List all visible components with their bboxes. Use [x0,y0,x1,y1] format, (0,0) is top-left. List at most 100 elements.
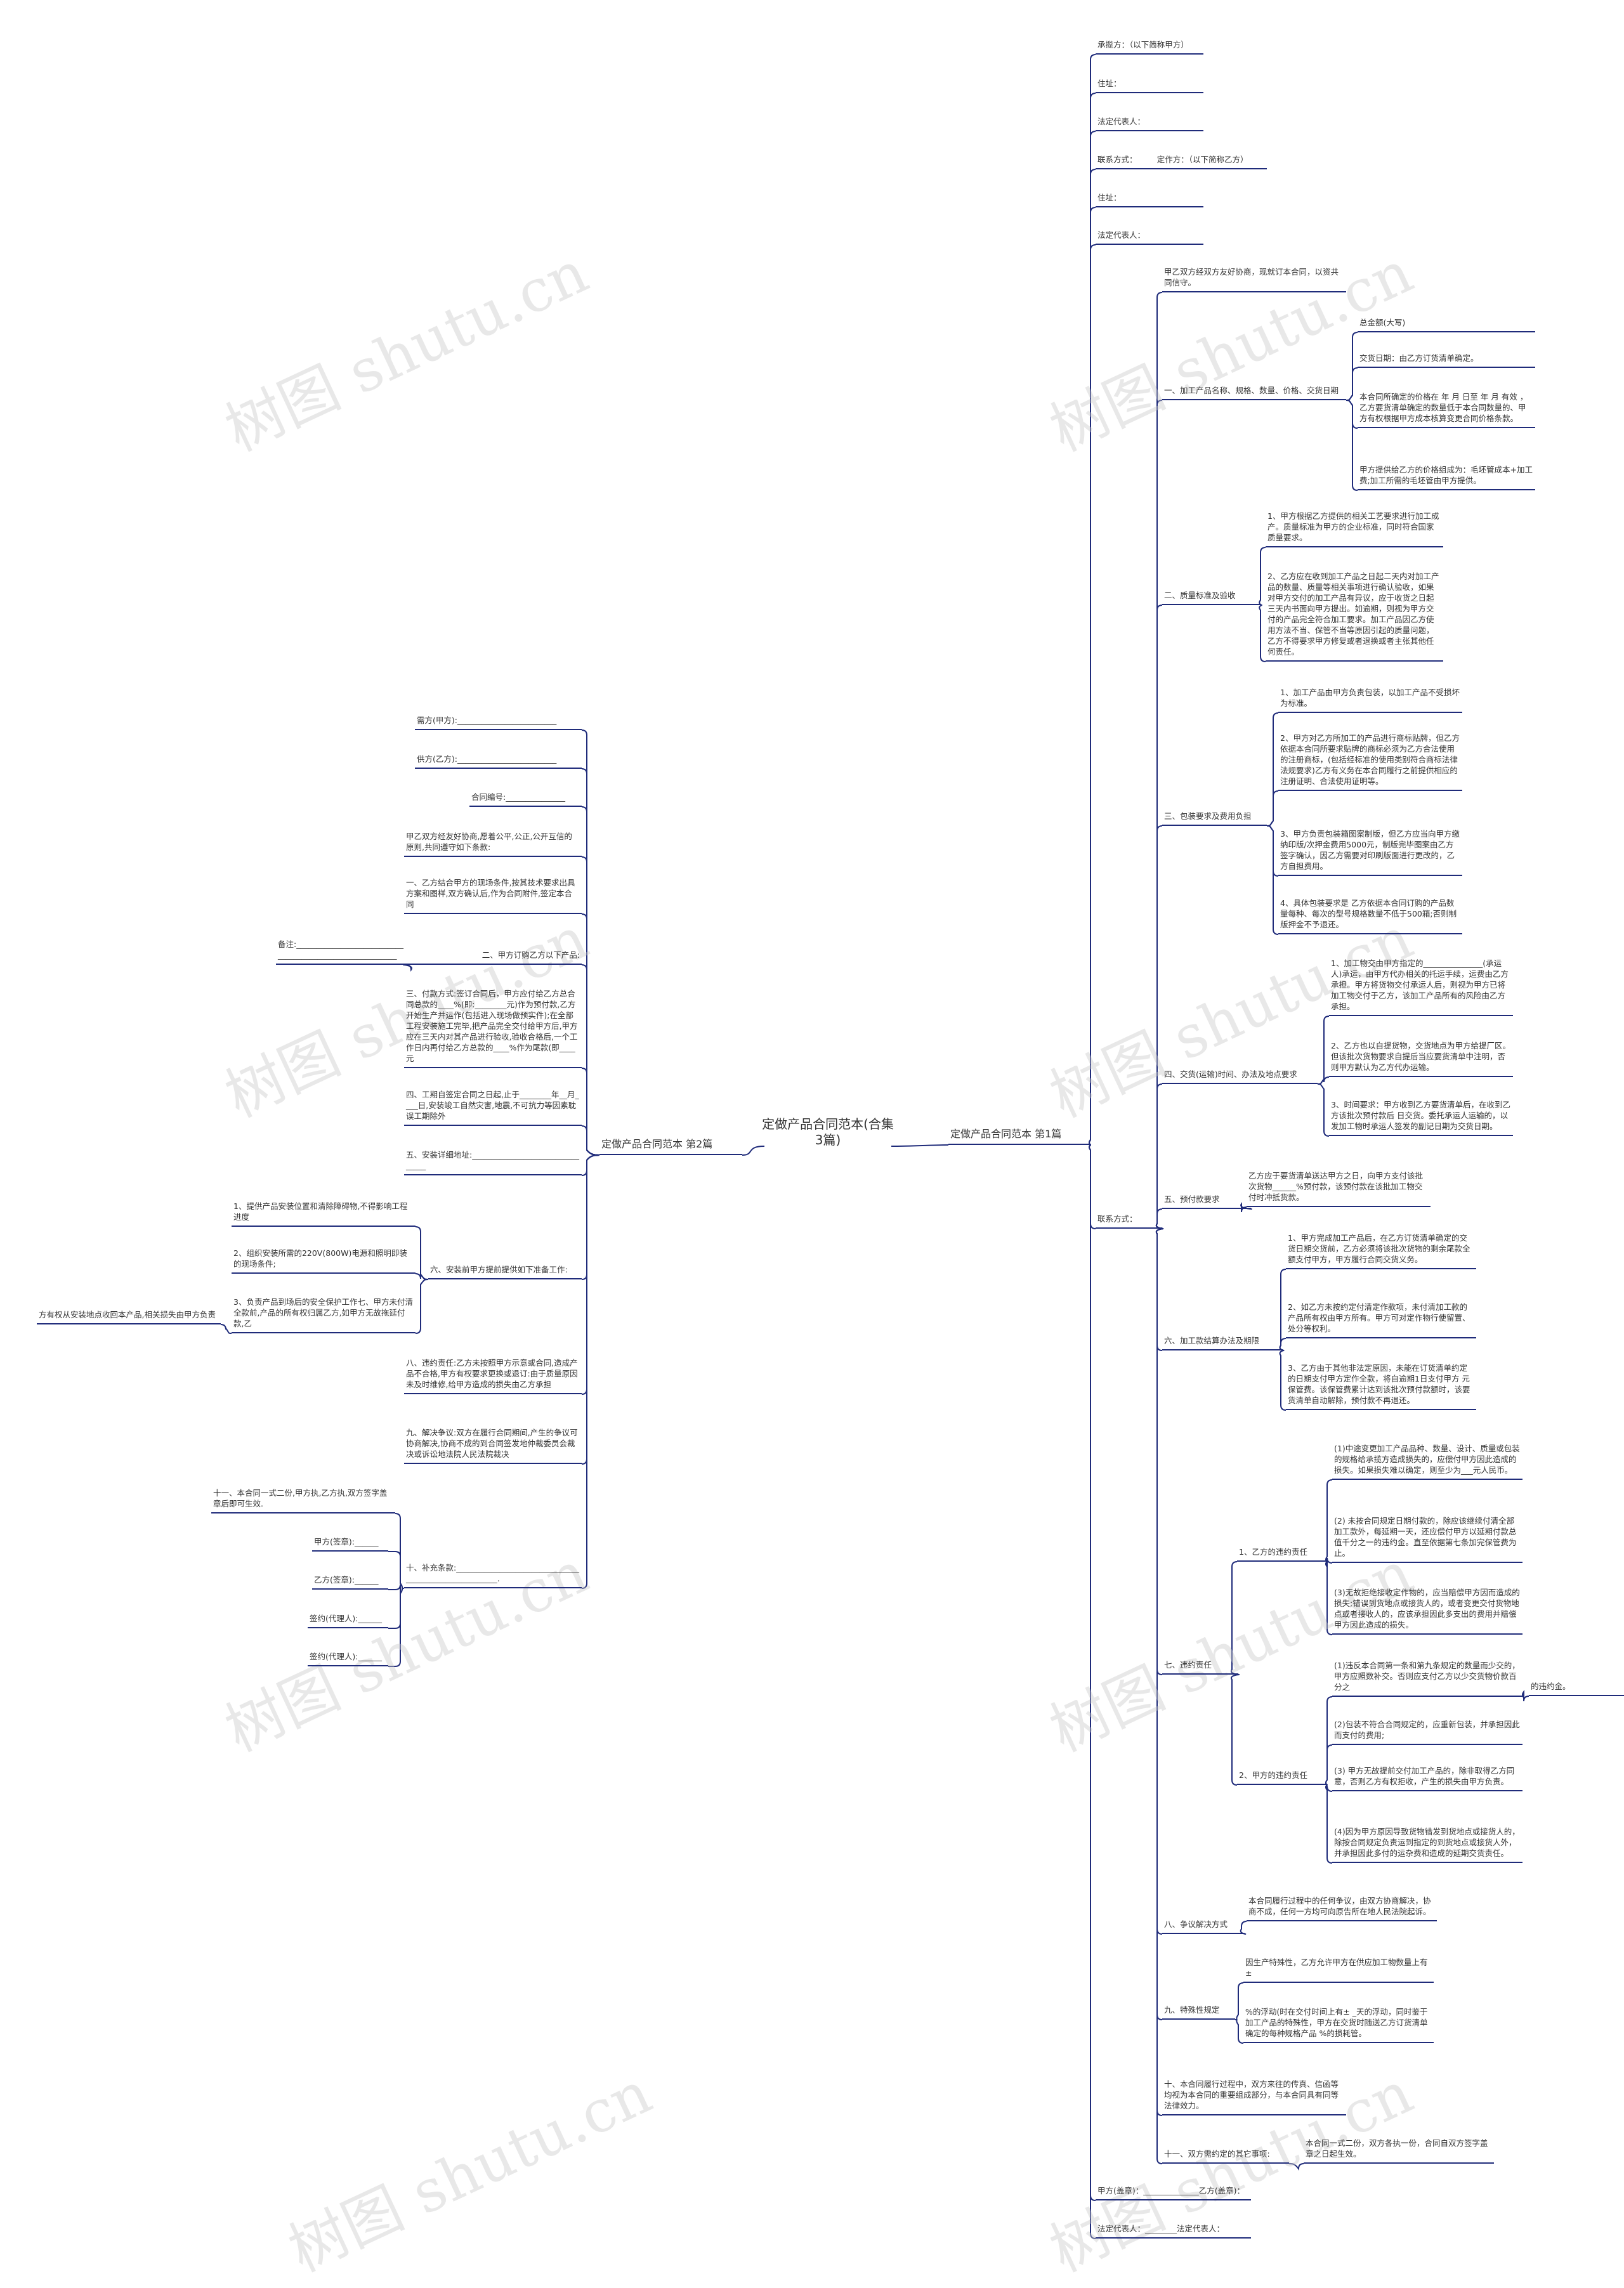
address-b-line: 住址： [1096,192,1203,207]
connector-line [1325,1561,1333,1635]
section-1: 一、加工产品名称、规格、数量、价格、交货日期 [1162,385,1346,400]
p2-agent-1: 签约(代理人):______ [308,1613,388,1628]
connector-line [581,1154,600,1589]
rep-a-line: 法定代表人： [1096,116,1203,131]
contact-node: 联系方式： [1096,1213,1162,1229]
s3-packaging: 1、加工产品由甲方负责包装，以加工产品不受损坏为标准。 [1278,687,1462,713]
connector-line [388,1588,405,1629]
s1-delivery: 交货日期：由乙方订货清单确定。 [1358,353,1535,368]
connector-line [581,1068,600,1156]
section-3: 三、包装要求及费用负担 [1162,811,1267,826]
s7-b-late-payment: (2) 未按合同规定日期付款的，除应该继续付清全部加工款外，每延期一天，还应偿付… [1332,1515,1522,1563]
connector-line [1089,244,1096,1146]
s2-acceptance: 2、乙方应在收到加工产品之日起二天内对加工产品的数量、质量等相关事项进行确认验收… [1266,571,1443,662]
p2-clause-1: 一、乙方结合甲方的现场条件,按其技术要求出具方案和图样,双方确认后,作为合同附件… [404,877,582,914]
connector-line [581,913,600,1156]
s4-time: 3、时间要求：甲方收到乙方要货清单后，在收到乙方该批次预付款后 日交货。委托承运… [1329,1099,1513,1136]
connector-line [1325,1479,1333,1562]
connector-line [1288,2163,1304,2171]
s7-b-refusal: (3)无故拒绝接收定作物的，应当赔偿甲方因而造成的损失;错误到货地点或接货人的，… [1332,1587,1522,1635]
p2-prep-3-continued: 方有权从安装地点收回本产品,相关损失由甲方负责 [37,1309,221,1324]
address-a-line: 住址： [1096,78,1203,93]
connector-line [1317,1083,1330,1137]
supplier-line: 供方(乙方):_________________________ [415,754,582,769]
connector-line [891,1144,949,1147]
p2-clause-8-liability: 八、违约责任:乙方未按照甲方示意或合同,造成产品不合格,甲方有权要求更换或退订:… [404,1357,582,1394]
connector-line [1230,1561,1240,1675]
contract-number-line: 合同编号:_______________ [469,792,582,807]
connector-line [415,1279,429,1334]
p2-clause-3-payment: 三、付款方式:签订合同后，甲方应付给乙方总合同总款的____%(即:______… [404,988,582,1068]
p2-sign-supplier: 乙方(签章):______ [312,1574,388,1590]
p2-sign-buyer: 甲方(签章):______ [312,1536,388,1552]
s7-party-b-liability: 1、乙方的违约责任 [1237,1546,1326,1562]
connector-line [1234,2019,1244,2044]
rep-b-line: 法定代表人： [1096,230,1203,245]
connector-line [1325,1744,1333,1786]
p2-clause-9-dispute: 九、解决争议:双方在履行合同期间,产生的争议可协商解决,协商不成的到合同签发地仲… [404,1427,582,1464]
s3-branding: 2、甲方对乙方所加工的产品进行商标贴牌，但乙方依据本合同所要求贴牌的商标必须为乙… [1278,733,1462,791]
section-9: 九、特殊性规定 [1162,2004,1235,2020]
connector-line [581,1154,600,1280]
connector-line [1240,1921,1247,1935]
s7-a-short-delivery: (1)违反本合同第一条和第九条规定的数量而少交的，甲方应照数补交。否则应支付乙方… [1332,1660,1522,1697]
party-a-line: 承揽方：（以下简称甲方） [1096,39,1203,55]
section-7: 七、违约责任 [1162,1659,1238,1675]
p2-clause-2: 二、甲方订购乙方以下产品: [404,950,582,965]
p2-clause-11-copies: 十一、本合同一式二份,甲方执,乙方执,双方签字盖章后即可生效. [211,1487,395,1513]
connector-line [402,964,413,972]
section-11: 十一、双方需约定的其它事项: [1162,2148,1289,2164]
s2-quality: 1、甲方根据乙方提供的相关工艺要求进行加工成产。质量标准为甲方的企业标准，同时符… [1266,511,1443,547]
connector-line [1346,400,1358,491]
connector-line [1266,790,1279,827]
connector-line [1317,1016,1330,1085]
root-title: 定做产品合同范本(合集3篇) [762,1116,894,1147]
section-4: 四、交货(运输)时间、办法及地点要求 [1162,1069,1318,1084]
s7-b-change: (1)中途变更加工产品品种、数量、设计、质量或包装的规格给承揽方造成损失的，应偿… [1332,1443,1522,1480]
connector-line [581,1125,600,1156]
connector-line [581,1154,600,1395]
s3-requirement: 4、具体包装要求是 乙方依据本合同订购的产品数量每种、每次的型号规格数量不低于5… [1278,898,1462,934]
p2-prep-3: 3、负责产品到场后的安全保护工作七、甲方未付清全款前,产品的所有权归属乙方,如甲… [232,1297,416,1333]
p2-clause-4-schedule: 四、工期自签定合同之日起,止于________年__月____日,安装竣工自然灾… [404,1089,582,1126]
connector-line [1522,1689,1529,1702]
section-2: 二、质量标准及验收 [1162,590,1261,605]
buyer-line: 需方(甲方):_________________________ [415,715,582,730]
s7-a-misdelivery: (4)因为甲方原因导致货物错发到货地点或接货人的，除按合同规定负责运到指定的到货… [1332,1826,1522,1863]
connector-line [581,1154,600,1465]
connector-line [581,806,600,1156]
connector-line [1325,1784,1333,1864]
connector-line [388,1551,405,1589]
signature-line-2: 法定代表人：________法定代表人： [1096,2223,1251,2239]
connector-line [742,1146,765,1156]
s4-pickup: 2、乙方也以自提货物，交货地点为甲方给提厂区。但该批次货物要求自提后当应要货清单… [1329,1040,1513,1077]
connector-line [1259,605,1266,662]
s1-price-composition: 甲方提供给乙方的价格组成为：毛坯管成本+加工费;加工所需的毛坯管由甲方提供。 [1358,464,1535,490]
s1-price-validity: 本合同所确定的价格在 年 月 日至 年 月 有效 ，乙方要货清单确定的数量低于本… [1358,391,1535,428]
section-10: 十、本合同履行过程中，双方来往的传真、信函等均视为本合同的重要组成部分，与本合同… [1162,2079,1346,2115]
s6-ownership: 2、如乙方未按约定付清定作款项，未付清加工款的产品所有权由甲方所有。甲方可对定作… [1286,1302,1476,1338]
section-6: 六、加工款结算办法及期限 [1162,1335,1283,1350]
connector-line [1279,1350,1287,1411]
contact-a-line: 联系方式： 定作方：（以下简称乙方） [1096,154,1267,169]
connector-line [581,856,600,1156]
connector-line [1234,1982,1244,2020]
p2-clause-10-supplement: 十、补充条款:_________________________________… [404,1562,582,1588]
p2-clause-5-address: 五、安装详细地址:_______________________________… [404,1149,582,1175]
connector-line [1155,1228,1164,2164]
s9-quantity-tolerance: 因生产特殊性，乙方允许甲方在供应加工物数量上有± [1243,1957,1434,1983]
p2-intro: 甲乙双方经友好协商,愿着公平,公正,公开互信的原则,共同遵守如下条款: [404,831,582,857]
section-5: 五、预付款要求 [1162,1194,1251,1209]
connector-line [220,1324,232,1334]
part1-title: 定做产品合同范本 第1篇 [948,1127,1089,1145]
s5-prepayment: 乙方应于要货清单送达甲方之日，向甲方支付该批次货物______%预付款，该预付款… [1247,1170,1431,1207]
connector-line [581,768,600,1156]
s7-a-packaging: (2)包装不符合合同规定的，应重新包装，并承担因此而支付的费用; [1332,1719,1522,1745]
s8-dispute: 本合同履行过程中的任何争议，由双方协商解决，协商不成，任何一方均可向原告所在地人… [1247,1895,1437,1921]
s6-overdue: 3、乙方由于其他非法定原因，未能在订货清单约定的日期支付甲方定作全款，将自逾期1… [1286,1363,1476,1410]
p2-clause-6-prep: 六、安装前甲方提前提供如下准备工作: [428,1264,582,1279]
connector-line [581,1154,600,1176]
connector-line [1266,825,1279,935]
p2-prep-1: 1、提供产品安装位置和清除障碍物,不得影响工程进度 [232,1201,416,1227]
section-8: 八、争议解决方式 [1162,1919,1245,1934]
